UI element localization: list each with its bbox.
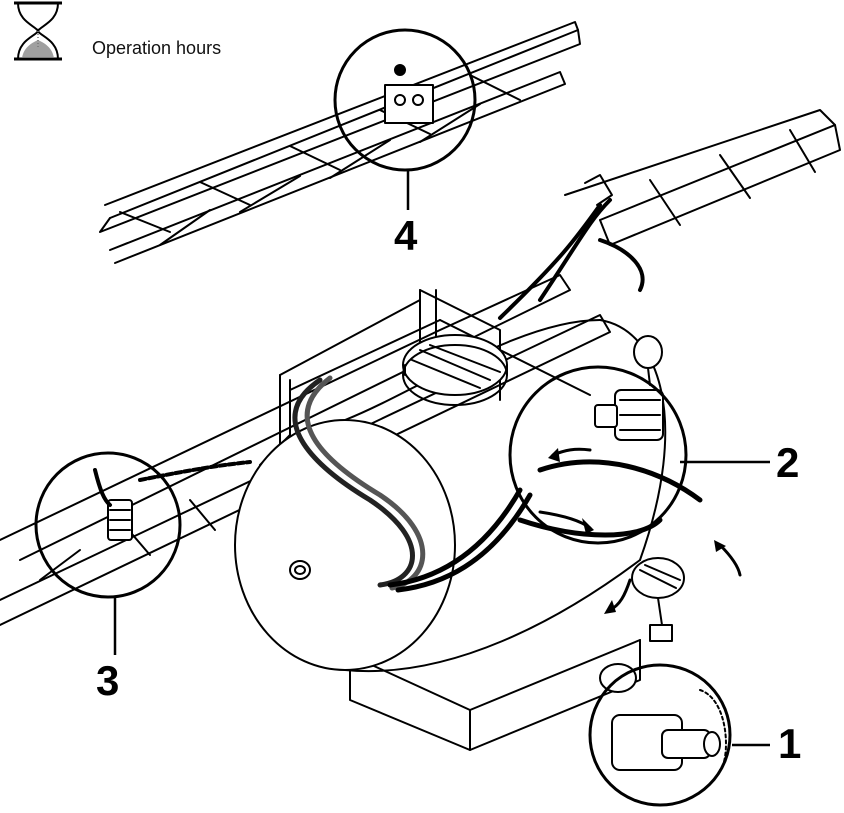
callout-3: 3 (96, 657, 120, 704)
line-filter (631, 557, 685, 642)
upper-boom (99, 21, 581, 264)
pressure-gauge (633, 335, 663, 386)
detail-circle-3 (34, 451, 182, 599)
callout-1: 1 (778, 720, 802, 767)
tank-frame (279, 289, 641, 751)
hourglass-icon (14, 1, 62, 61)
detail-circle-2 (508, 365, 688, 545)
control-valve (594, 389, 664, 441)
detail-circle-1 (588, 663, 732, 807)
callout-2: 2 (776, 439, 800, 486)
main-tank (234, 319, 667, 673)
nozzle-assembly (93, 460, 252, 541)
legend (8, 0, 68, 62)
filling-lid (402, 334, 508, 406)
callout-4: 4 (394, 212, 418, 259)
flow-arrowheads (548, 448, 726, 614)
legend-label: Operation hours (92, 38, 222, 58)
boom-hinge (384, 64, 434, 124)
detail-circle-4 (333, 28, 477, 172)
upper-boom-hoses (498, 198, 645, 320)
right-upper-boom (564, 109, 841, 246)
